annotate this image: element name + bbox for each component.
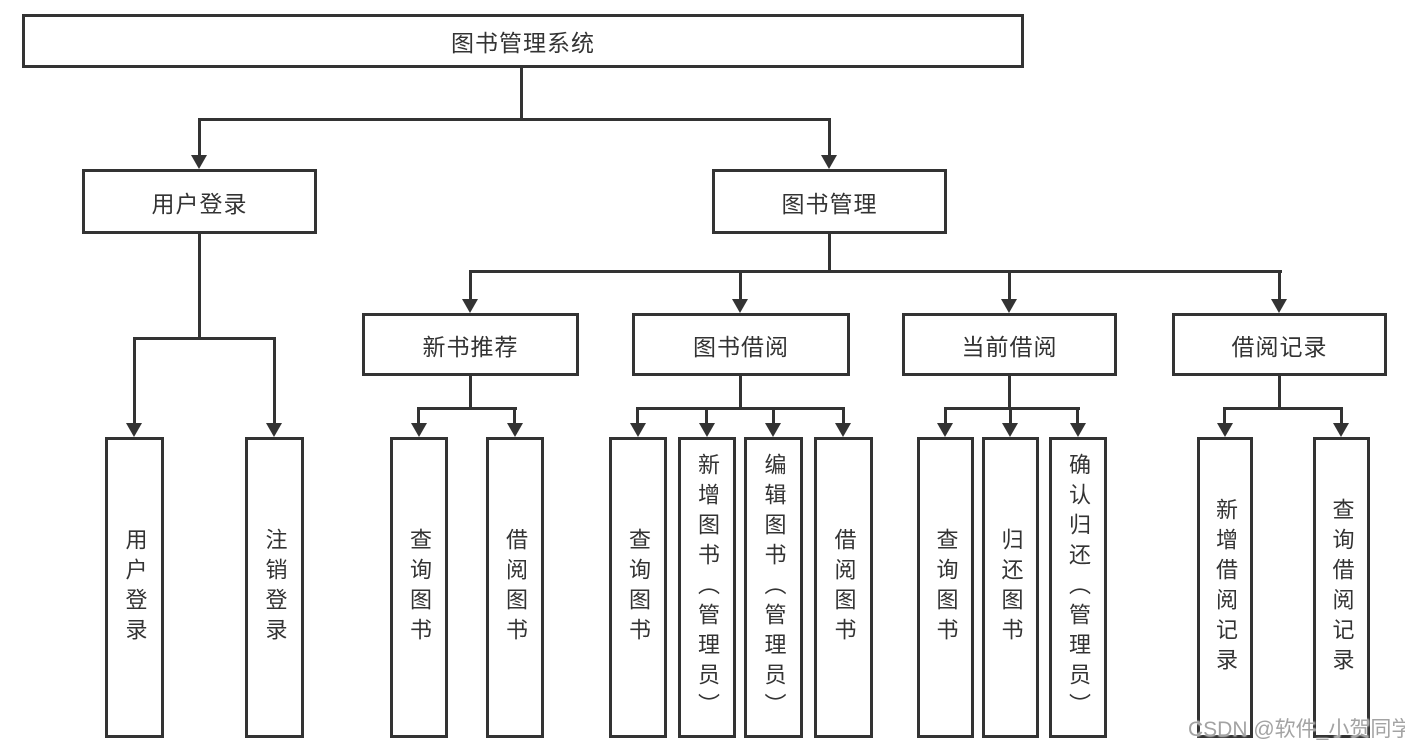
connector-current-split: [944, 407, 1080, 410]
node-confirm-return-admin-label: 确认归还（管理员）: [1066, 452, 1091, 723]
node-borrow-books-recommend-label: 借阅图书: [503, 527, 528, 648]
csdn-watermark: CSDN @软件_小贺同学: [1188, 718, 1405, 741]
arrow-down-icon: [1001, 299, 1017, 313]
connector-leaf: [513, 407, 516, 426]
node-edit-book-admin: 编辑图书（管理员）: [744, 437, 803, 738]
node-query-books-recommend: 查询图书: [390, 437, 448, 738]
connector-to-user-login: [133, 337, 136, 426]
node-user-login-branch: 用户登录: [82, 169, 317, 234]
node-query-books-borrow-label: 查询图书: [626, 527, 651, 648]
arrow-down-icon: [835, 423, 851, 437]
connector-to-current-borrow: [1008, 270, 1011, 302]
connector-to-book-borrow: [739, 270, 742, 302]
connector-leaf: [944, 407, 947, 426]
arrow-down-icon: [732, 299, 748, 313]
node-confirm-return-admin: 确认归还（管理员）: [1049, 437, 1107, 738]
node-borrow-books-borrow-label: 借阅图书: [831, 527, 857, 648]
arrow-down-icon: [507, 423, 523, 437]
connector-leaf: [1009, 407, 1012, 426]
node-borrow-books-recommend: 借阅图书: [486, 437, 544, 738]
node-root-label: 图书管理系统: [451, 30, 595, 56]
node-book-management: 图书管理: [712, 169, 947, 234]
node-current-borrow: 当前借阅: [902, 313, 1117, 376]
connector-root-split: [198, 118, 831, 121]
connector-mgmt-split: [469, 270, 1282, 273]
node-query-borrow-record: 查询借阅记录: [1313, 437, 1370, 738]
connector-user-drop: [198, 234, 201, 340]
node-add-book-admin: 新增图书（管理员）: [678, 437, 736, 738]
node-book-borrow: 图书借阅: [632, 313, 850, 376]
arrow-down-icon: [1070, 423, 1086, 437]
connector-leaf: [1076, 407, 1079, 426]
arrow-down-icon: [1002, 423, 1018, 437]
connector-to-borrow-records: [1278, 270, 1281, 302]
arrow-down-icon: [191, 155, 207, 169]
arrow-down-icon: [699, 423, 715, 437]
connector-current-drop: [1008, 376, 1011, 409]
arrow-down-icon: [1333, 423, 1349, 437]
node-add-book-admin-label: 新增图书（管理员）: [695, 452, 720, 723]
arrow-down-icon: [411, 423, 427, 437]
connector-records-split: [1223, 407, 1343, 410]
node-query-books-current-label: 查询图书: [933, 527, 959, 648]
node-logout-label: 注销登录: [262, 527, 288, 648]
node-query-borrow-record-label: 查询借阅记录: [1329, 497, 1355, 678]
node-user-login-branch-label: 用户登录: [151, 190, 248, 217]
node-new-book-recommend-label: 新书推荐: [422, 333, 519, 360]
connector-borrow-drop: [739, 376, 742, 409]
node-user-login: 用户登录: [105, 437, 164, 738]
node-add-borrow-record-label: 新增借阅记录: [1213, 497, 1238, 678]
connector-to-new-book-recommend: [469, 270, 472, 302]
arrow-down-icon: [1271, 299, 1287, 313]
arrow-down-icon: [266, 423, 282, 437]
connector-leaf: [1340, 407, 1343, 426]
connector-leaf: [842, 407, 845, 426]
connector-recommend-drop: [469, 376, 472, 409]
connector-records-drop: [1278, 376, 1281, 409]
arrow-down-icon: [462, 299, 478, 313]
connector-root-drop: [520, 68, 523, 121]
arrow-down-icon: [126, 423, 142, 437]
node-borrow-records-label: 借阅记录: [1231, 333, 1328, 360]
connector-mgmt-drop: [828, 234, 831, 273]
connector-to-book-management: [828, 118, 831, 158]
connector-to-user-login-branch: [198, 118, 201, 158]
node-edit-book-admin-label: 编辑图书（管理员）: [761, 452, 787, 723]
node-book-management-label: 图书管理: [781, 190, 878, 217]
arrow-down-icon: [937, 423, 953, 437]
node-book-borrow-label: 图书借阅: [693, 333, 789, 360]
connector-leaf: [772, 407, 775, 426]
node-logout: 注销登录: [245, 437, 304, 738]
connector-borrow-split: [636, 407, 845, 410]
connector-to-logout: [273, 337, 276, 426]
connector-leaf: [636, 407, 639, 426]
node-current-borrow-label: 当前借阅: [961, 333, 1058, 360]
connector-recommend-split: [417, 407, 517, 410]
arrow-down-icon: [630, 423, 646, 437]
connector-leaf: [705, 407, 708, 426]
node-add-borrow-record: 新增借阅记录: [1197, 437, 1253, 738]
connector-leaf: [417, 407, 420, 426]
arrow-down-icon: [821, 155, 837, 169]
node-user-login-label: 用户登录: [122, 527, 148, 648]
node-query-books-recommend-label: 查询图书: [407, 527, 432, 648]
node-root: 图书管理系统: [22, 14, 1024, 68]
connector-leaf: [1223, 407, 1226, 426]
node-query-books-current: 查询图书: [917, 437, 974, 738]
node-borrow-books-borrow: 借阅图书: [814, 437, 873, 738]
node-query-books-borrow: 查询图书: [609, 437, 667, 738]
node-new-book-recommend: 新书推荐: [362, 313, 579, 376]
connector-user-split: [133, 337, 276, 340]
arrow-down-icon: [765, 423, 781, 437]
node-borrow-records: 借阅记录: [1172, 313, 1387, 376]
arrow-down-icon: [1217, 423, 1233, 437]
node-return-book-label: 归还图书: [998, 527, 1024, 648]
node-return-book: 归还图书: [982, 437, 1039, 738]
